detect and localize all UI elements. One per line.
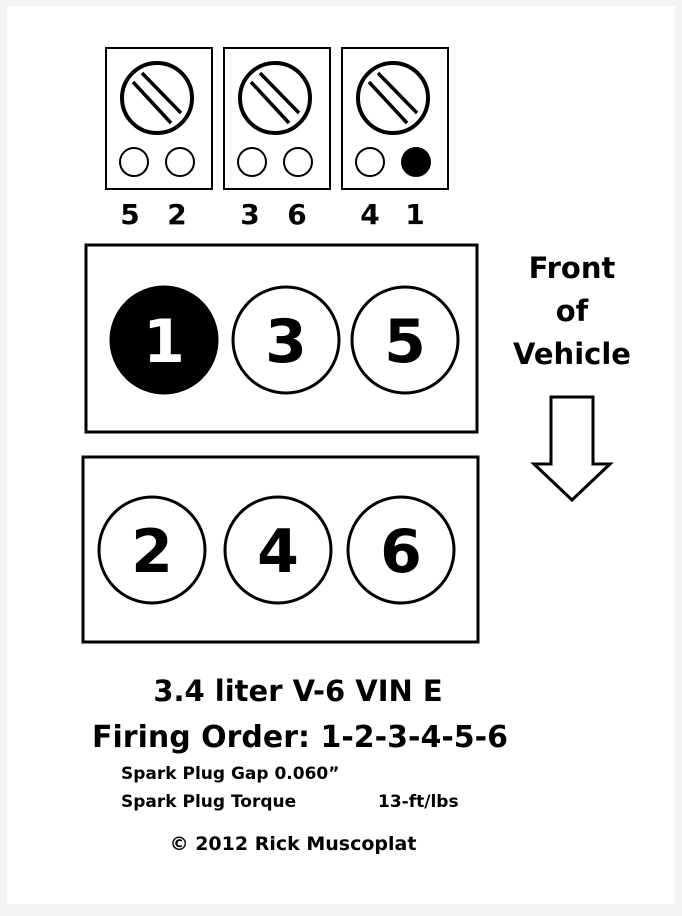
cylinder-5 — [350, 285, 460, 395]
cylinder-label-2: 2 — [131, 517, 173, 587]
spark-plug-torque-value: 13-ft/lbs — [378, 792, 459, 812]
coil-label-6: 6 — [287, 198, 306, 231]
coil-label-2: 2 — [167, 198, 186, 231]
coil-label-1: 1 — [405, 198, 424, 231]
front-label-line2: of — [556, 294, 589, 328]
engine-title: 3.4 liter V-6 VIN E — [153, 674, 442, 708]
spark-plug-gap: Spark Plug Gap 0.060” — [121, 764, 339, 784]
coil-terminal-2b — [283, 147, 313, 177]
front-label-line3: Vehicle — [513, 337, 631, 371]
copyright: © 2012 Rick Muscoplat — [170, 833, 417, 855]
coil-terminal-3a — [355, 147, 385, 177]
coil-terminal-1a — [119, 147, 149, 177]
front-label-line1: Front — [529, 251, 616, 285]
cylinder-label-6: 6 — [380, 517, 422, 587]
coil-label-5: 5 — [120, 198, 139, 231]
coil-pack-1 — [105, 47, 213, 190]
cylinder-bank-front: 1 3 5 — [84, 243, 479, 434]
coil-terminal-3b — [401, 147, 431, 177]
spark-plug-torque-label: Spark Plug Torque — [121, 792, 296, 812]
cylinder-4 — [223, 495, 333, 605]
coil-terminal-1b — [165, 147, 195, 177]
coil-terminal-2a — [237, 147, 267, 177]
coil-label-3: 3 — [240, 198, 259, 231]
coil-pack-2 — [223, 47, 331, 190]
cylinder-label-1: 1 — [143, 307, 185, 377]
cylinder-label-5: 5 — [384, 307, 426, 377]
cylinder-6 — [346, 495, 456, 605]
firing-order-text: Firing Order: 1-2-3-4-5-6 — [92, 720, 508, 755]
front-of-vehicle-label: Front of Vehicle — [513, 251, 631, 371]
cylinder-label-3: 3 — [265, 307, 307, 377]
cylinder-label-4: 4 — [257, 517, 299, 587]
firing-order-diagram: 5 2 3 6 4 1 1 3 5 2 4 6 Front of Vehicle… — [81, 47, 631, 855]
coil-pack-3 — [341, 47, 449, 190]
cylinder-1 — [109, 285, 219, 395]
coil-tower-1 — [120, 61, 194, 135]
cylinder-3 — [231, 285, 341, 395]
coil-tower-3 — [356, 61, 430, 135]
down-arrow-icon — [530, 395, 614, 503]
cylinder-2 — [97, 495, 207, 605]
cylinder-bank-rear: 2 4 6 — [81, 455, 480, 644]
coil-tower-2 — [238, 61, 312, 135]
coil-label-4: 4 — [360, 198, 379, 231]
diagram-page: 5 2 3 6 4 1 1 3 5 2 4 6 Front of Vehicle… — [7, 6, 675, 904]
